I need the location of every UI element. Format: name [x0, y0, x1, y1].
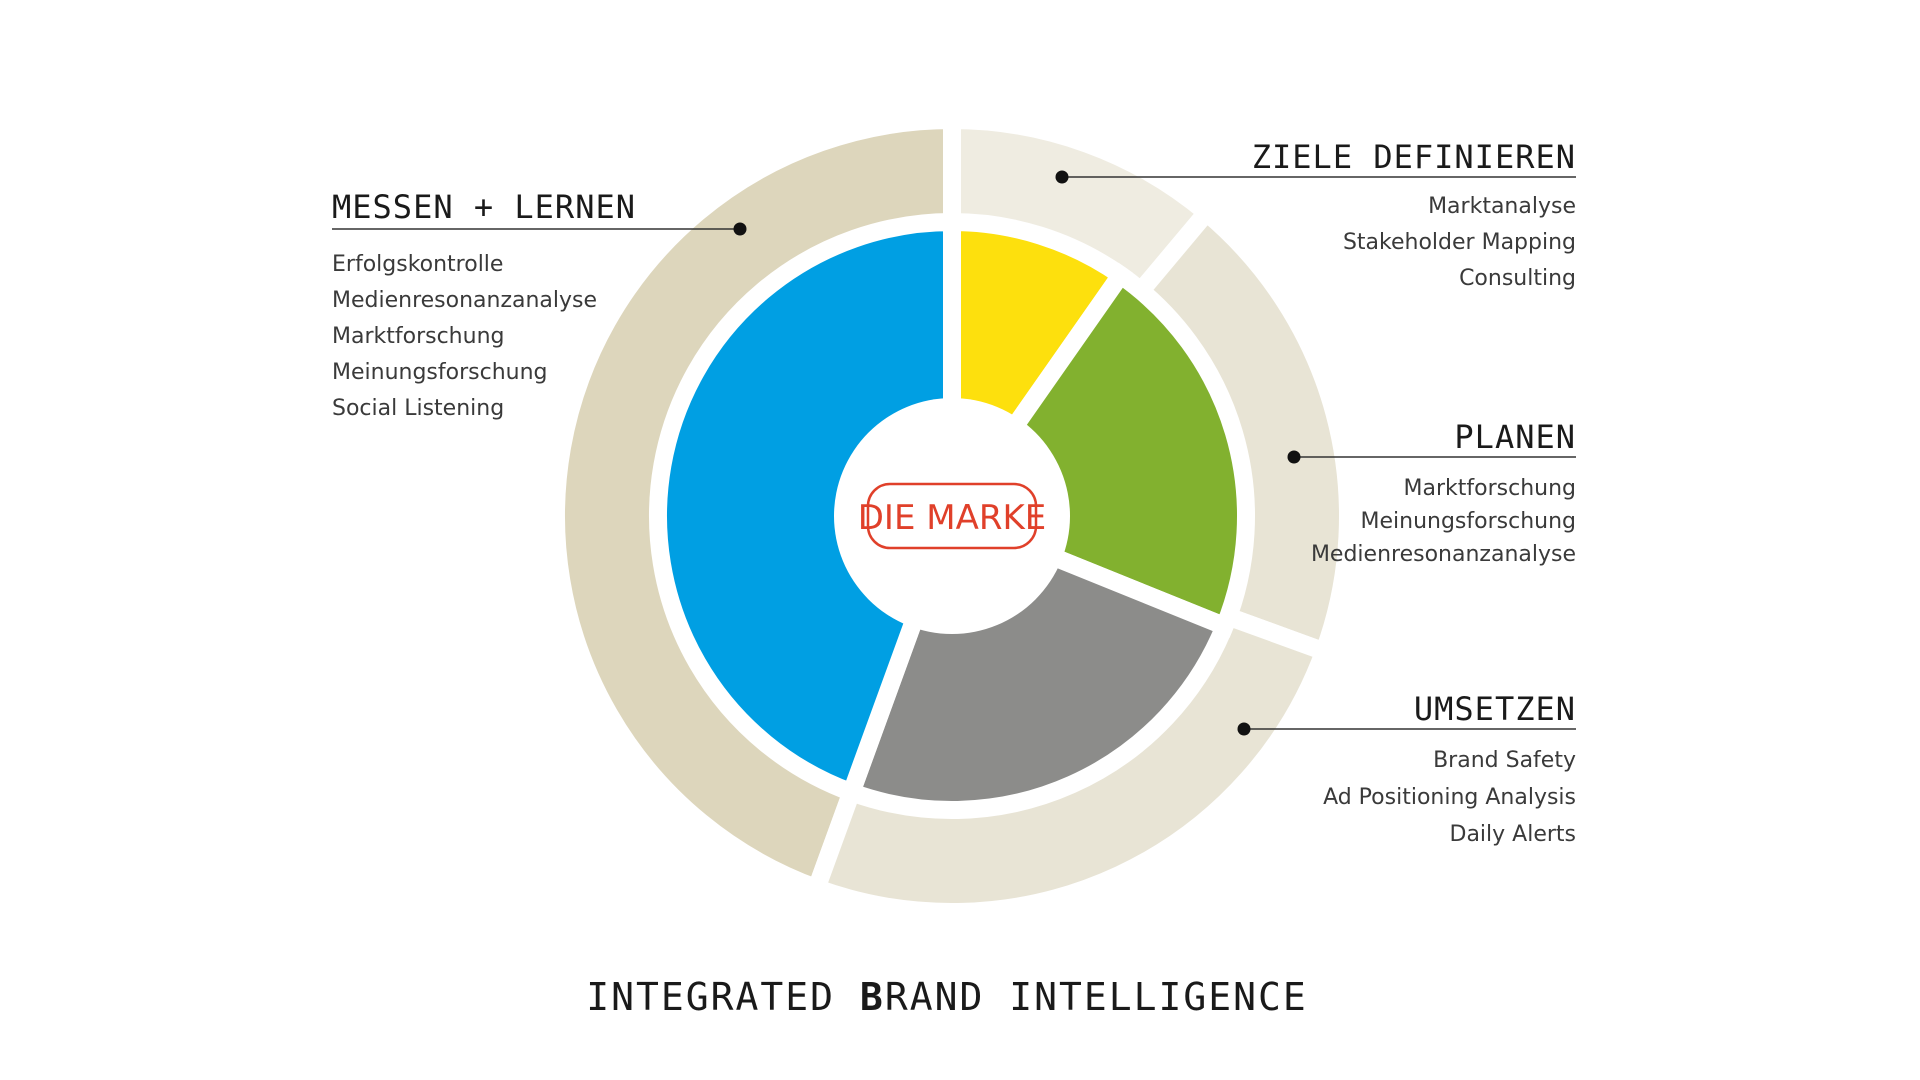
section-planen: PLANEN Marktforschung Meinungsforschung … [1311, 418, 1576, 567]
section-item: Erfolgskontrolle [332, 252, 503, 277]
footer-title-part: INTEGRATED [586, 975, 860, 1019]
section-item: Stakeholder Mapping [1343, 230, 1576, 255]
section-title: ZIELE DEFINIEREN [1252, 138, 1576, 176]
section-title: MESSEN + LERNEN [332, 188, 636, 226]
umsetzen-connector-dot [1237, 722, 1251, 736]
section-item: Marktforschung [332, 324, 504, 349]
section-item: Daily Alerts [1450, 822, 1577, 847]
footer-title-part: RAND INTELLIGENCE [885, 975, 1308, 1019]
section-item: Meinungsforschung [1361, 509, 1577, 534]
section-item: Marktanalyse [1428, 194, 1576, 219]
section-title: UMSETZEN [1414, 690, 1576, 728]
messen-connector-dot [733, 222, 747, 236]
section-item: Medienresonanzanalyse [332, 288, 597, 313]
ziele-connector-dot [1055, 170, 1069, 184]
section-item: Medienresonanzanalyse [1311, 542, 1576, 567]
section-umsetzen: UMSETZEN Brand Safety Ad Positioning Ana… [1323, 690, 1576, 847]
footer-title: INTEGRATED BRAND INTELLIGENCE [586, 975, 1308, 1019]
section-title: PLANEN [1454, 418, 1576, 456]
section-item: Brand Safety [1433, 748, 1576, 773]
brand-pill [866, 482, 1038, 550]
section-item: Consulting [1459, 266, 1576, 291]
section-item: Marktforschung [1404, 476, 1576, 501]
section-item: Social Listening [332, 396, 504, 421]
center-badge: DIE MARKE [834, 398, 1070, 634]
footer-title-bold-letter: B [860, 975, 885, 1019]
planen-connector-dot [1287, 450, 1301, 464]
section-item: Meinungsforschung [332, 360, 548, 385]
connectors [332, 170, 1576, 736]
section-item: Ad Positioning Analysis [1323, 785, 1576, 810]
section-ziele: ZIELE DEFINIEREN Marktanalyse Stakeholde… [1252, 138, 1576, 291]
section-messen: MESSEN + LERNEN Erfolgskontrolle Medienr… [332, 188, 636, 421]
brand-label: DIE MARKE [858, 498, 1047, 538]
